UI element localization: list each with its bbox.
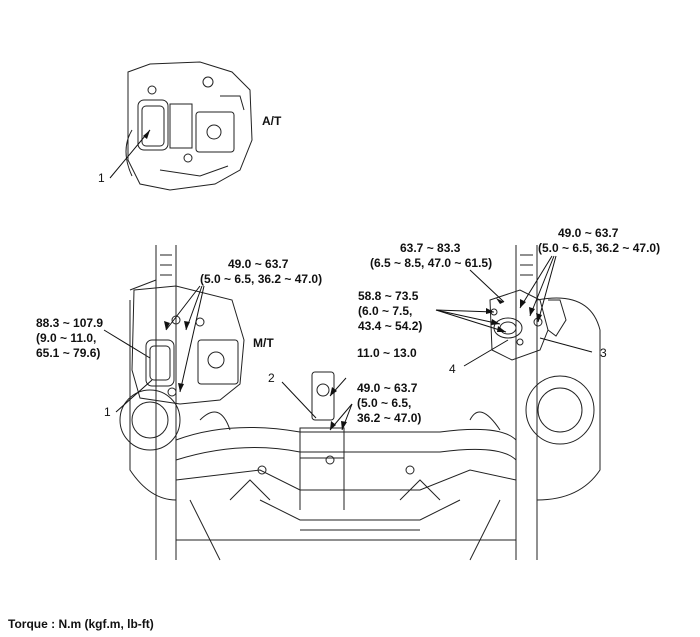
right-mount-drawing [489,289,567,361]
torque-line: (6.0 ~ 7.5, [358,304,413,318]
leader-left-upper-a [165,285,201,331]
leader-right-mid [469,269,505,303]
torque-line: 49.0 ~ 63.7 [357,381,418,395]
arrowhead [330,421,336,430]
mt-left-mount-drawing [131,285,245,405]
callout-2: 2 [268,371,275,385]
leader-right-top-c [537,255,557,323]
drawing-linework [119,61,601,561]
leader-4 [463,339,509,367]
callout-3: 3 [600,346,607,360]
torque-line: (5.0 ~ 6.5, [357,396,412,410]
arrowhead [536,313,542,322]
leader-right-left-c [435,309,507,333]
leader-2 [281,381,317,419]
mt-view-label: M/T [253,336,274,350]
torque-left-mount: 88.3 ~ 107.9 (9.0 ~ 11.0, 65.1 ~ 79.6) [36,316,103,361]
leader-3 [539,337,593,353]
torque-line: 43.4 ~ 54.2) [358,319,423,333]
callout-1-at: 1 [98,171,105,185]
arrowhead [164,321,170,330]
torque-line: 88.3 ~ 107.9 [36,316,104,330]
torque-line: 65.1 ~ 79.6) [36,346,101,360]
arrowhead [497,326,506,332]
torque-center-top: 11.0 ~ 13.0 [357,346,417,361]
torque-line: (5.0 ~ 6.5, 36.2 ~ 47.0) [200,272,323,286]
subframe-drawing [119,245,601,561]
leader-left-upper-c [179,285,205,393]
arrowhead [184,321,190,330]
arrowhead [491,319,500,325]
leader-right-left-b [435,309,501,325]
leader-lines [103,129,593,431]
torque-line: 49.0 ~ 63.7 [558,226,619,240]
leader-right-top-b [529,255,555,317]
torque-line: 11.0 ~ 13.0 [357,346,417,360]
arrowhead [529,307,535,316]
at-mount-drawing [125,61,253,191]
torque-right-left: 58.8 ~ 73.5 (6.0 ~ 7.5, 43.4 ~ 54.2) [358,289,422,334]
leader-left-mount-torque [103,329,151,359]
arrowhead [520,299,526,308]
leader-at-1 [109,129,151,179]
arrowhead [330,387,337,396]
leader-right-left-a [435,309,495,313]
callout-4: 4 [449,362,456,376]
torque-line: 63.7 ~ 83.3 [400,241,461,255]
torque-line: (9.0 ~ 11.0, [36,331,97,345]
arrowhead [486,308,494,314]
arrowhead [143,130,150,139]
torque-right-mid: 63.7 ~ 83.3 (6.5 ~ 8.5, 47.0 ~ 61.5) [370,241,492,271]
torque-right-top: 49.0 ~ 63.7 (5.0 ~ 6.5, 36.2 ~ 47.0) [538,226,660,256]
torque-line: 49.0 ~ 63.7 [228,257,289,271]
torque-left-upper: 49.0 ~ 63.7 (5.0 ~ 6.5, 36.2 ~ 47.0) [200,257,322,287]
torque-line: 36.2 ~ 47.0) [357,411,422,425]
leader-mt-1 [115,379,153,413]
arrowheads [143,130,542,430]
arrowhead [178,383,184,392]
torque-line: 58.8 ~ 73.5 [358,289,419,303]
callout-1-mt: 1 [104,405,111,419]
torque-unit-note: Torque : N.m (kgf.m, lb-ft) [8,617,154,631]
arrowhead [341,421,347,430]
torque-line: (6.5 ~ 8.5, 47.0 ~ 61.5) [370,256,493,270]
rail-details [160,254,533,276]
at-view-label: A/T [262,114,282,128]
arrowhead [496,298,504,304]
torque-center-bottom: 49.0 ~ 63.7 (5.0 ~ 6.5, 36.2 ~ 47.0) [357,381,421,426]
torque-line: (5.0 ~ 6.5, 36.2 ~ 47.0) [538,241,661,255]
leader-right-top-a [519,255,553,309]
